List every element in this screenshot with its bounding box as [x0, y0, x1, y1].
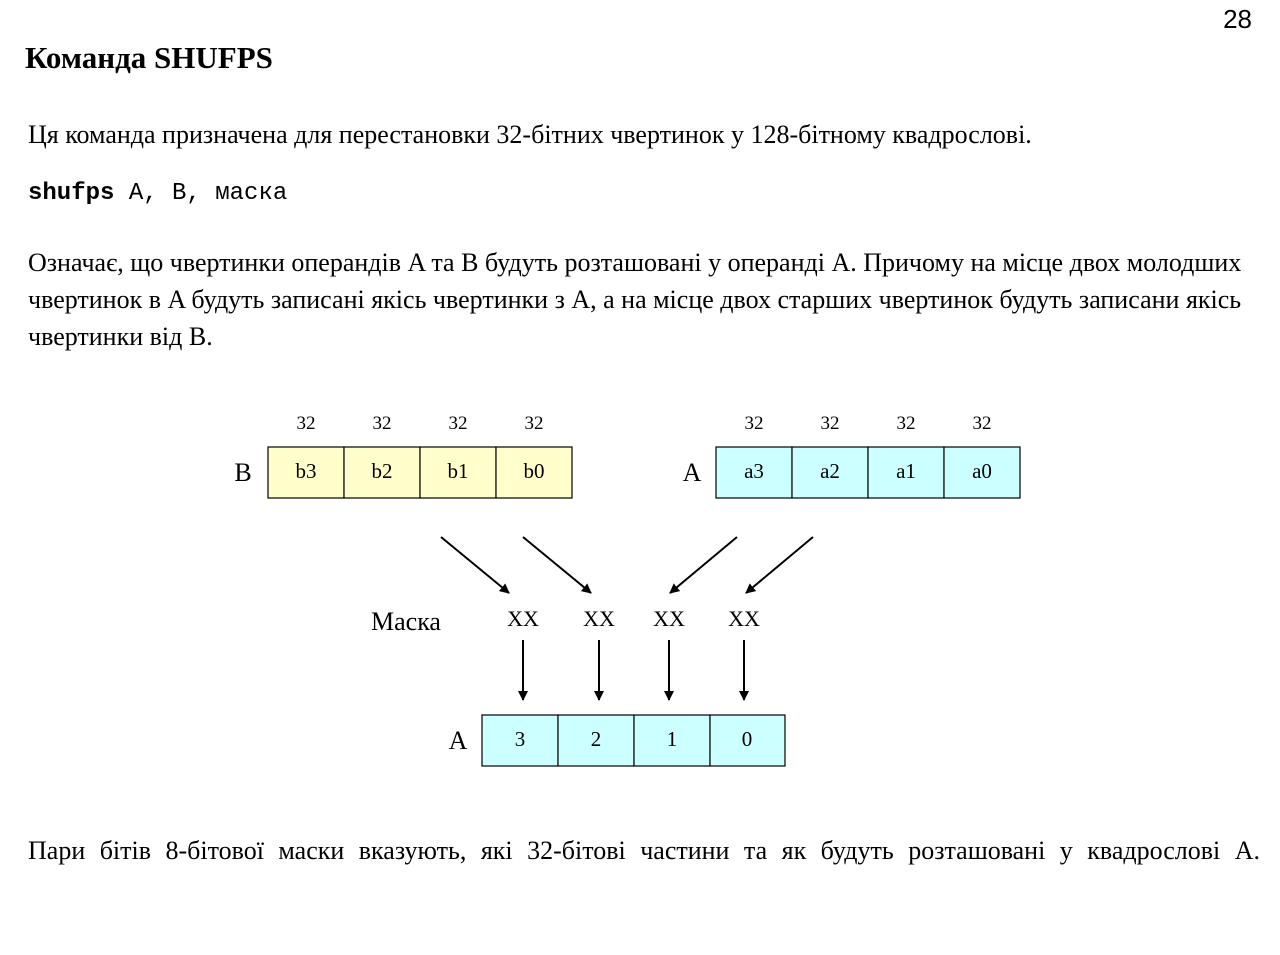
register-a-cell-label: a0 [972, 459, 992, 483]
result-cell-label: 3 [515, 727, 526, 751]
register-a-cell-label: a1 [896, 459, 916, 483]
register-b-cell [495, 446, 573, 499]
arrow-b-to-mask [440, 536, 510, 594]
result-label: A [449, 726, 468, 755]
register-b-bit-width: 32 [525, 413, 544, 434]
mask-field: XX [583, 606, 615, 631]
register-a-bit-width: 32 [821, 413, 840, 434]
register-b-bit-width: 32 [297, 413, 316, 434]
source-arrows [440, 536, 814, 594]
register-b-bits: 32 32 32 32 [297, 413, 544, 434]
register-a-cell [867, 446, 945, 499]
register-a-label: A [683, 458, 702, 487]
arrow-b-to-mask [522, 536, 592, 594]
explanation-text: Означає, що чвертинки операндів A та B б… [28, 248, 1242, 351]
register-b: b3 b2 b1 b0 [267, 446, 573, 499]
result-cell-label: 0 [742, 727, 753, 751]
result-cell-label: 1 [667, 727, 678, 751]
register-a-bits: 32 32 32 32 [745, 413, 992, 434]
register-b-cell-label: b2 [372, 459, 393, 483]
register-a-cell [943, 446, 1021, 499]
register-a-cell-label: a2 [820, 459, 840, 483]
register-b-label: B [234, 458, 251, 487]
register-a-bit-width: 32 [973, 413, 992, 434]
register-a-cell [715, 446, 793, 499]
register-a: a3 a2 a1 a0 [715, 446, 1021, 499]
result-arrows [518, 640, 749, 701]
mask-field: XX [728, 606, 760, 631]
result-cell [481, 714, 559, 767]
code-operands: A, B, маска [114, 180, 288, 207]
mask-field: XX [653, 606, 685, 631]
register-a-cell [791, 446, 869, 499]
code-mnemonic: shufps [28, 180, 115, 207]
register-b-cell-label: b1 [448, 459, 469, 483]
register-b-cell-label: b0 [524, 459, 545, 483]
result-cell [709, 714, 786, 767]
arrow-a-to-mask [745, 536, 814, 594]
register-b-cell-label: b3 [296, 459, 317, 483]
result-register: 3 2 1 0 [481, 714, 786, 767]
footer-text: Пари бітів 8-бітової маски вказують, які… [28, 836, 1260, 865]
register-a-cell-label: a3 [744, 459, 764, 483]
register-a-bit-width: 32 [745, 413, 764, 434]
mask-fields: XX XX XX XX [507, 606, 760, 631]
code-line: shufps A, B, маска [28, 180, 287, 207]
register-b-bit-width: 32 [373, 413, 392, 434]
intro-text: Ця команда призначена для перестановки 3… [28, 120, 1032, 149]
result-cell [633, 714, 711, 767]
page-number: 28 [1223, 4, 1252, 34]
mask-field: XX [507, 606, 539, 631]
register-b-bit-width: 32 [449, 413, 468, 434]
result-cell-label: 2 [591, 727, 602, 751]
mask-label: Маска [371, 607, 441, 636]
register-b-cell [419, 446, 497, 499]
result-cell [557, 714, 635, 767]
slide-title: Команда SHUFPS [25, 40, 273, 75]
arrow-a-to-mask [669, 536, 738, 594]
register-a-bit-width: 32 [897, 413, 916, 434]
